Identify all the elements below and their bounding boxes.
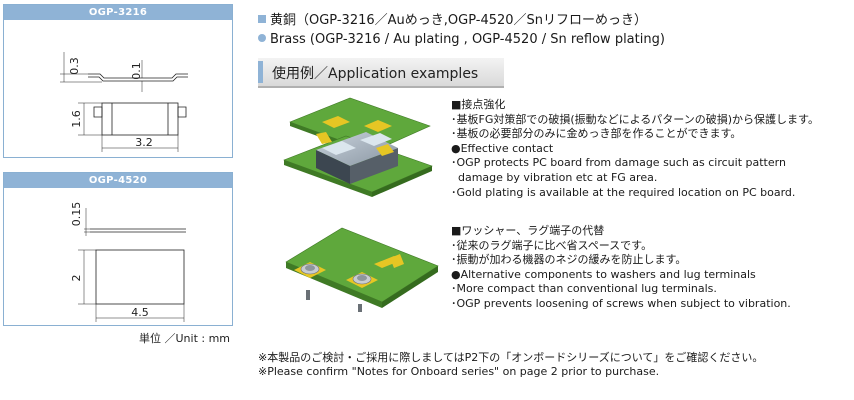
ex2-en-line-1: ･More compact than conventional lug term… — [451, 282, 717, 296]
ex1-en-line-2: damage by vibration etc at FG area. — [451, 170, 658, 184]
dim-4-5: 4.5 — [131, 306, 149, 319]
ogp-3216-title: OGP-3216 — [4, 5, 232, 20]
dim-3-2: 3.2 — [135, 136, 153, 149]
section-bar — [258, 61, 263, 83]
dim-1-6: 1.6 — [70, 110, 83, 128]
ex1-en-line-1: ･OGP protects PC board from damage such … — [451, 156, 786, 170]
ex2-jp-line-2: ･振動が加わる機器のネジの緩みを防止します。 — [451, 253, 687, 267]
ex2-heading-jp: ■ワッシャー、ラグ端子の代替 — [451, 224, 605, 237]
section-title: 使用例／Application examples — [272, 66, 479, 82]
dim-2: 2 — [70, 275, 83, 282]
ogp-3216-drawing: 0.3 0.1 1.6 3.2 — [60, 52, 188, 152]
ex2-heading-en: ●Alternative components to washers and l… — [451, 267, 756, 281]
circle-bullet-icon — [258, 34, 266, 42]
note-en: ※Please confirm "Notes for Onboard serie… — [258, 365, 660, 378]
dim-0-15: 0.15 — [70, 202, 83, 227]
ex1-heading-en: ●Effective contact — [451, 141, 554, 155]
dim-0-1: 0.1 — [130, 62, 143, 80]
material-en: Brass (OGP-3216 / Au plating , OGP-4520 … — [258, 32, 665, 47]
section-header: 使用例／Application examples — [258, 58, 504, 88]
ogp-4520-title: OGP-4520 — [4, 173, 232, 188]
note-jp: ※本製品のご検討・ご採用に際しましてはP2下の「オンボードシリーズについて」をご… — [258, 351, 764, 364]
contact-illustration — [283, 97, 433, 197]
material-en-text: Brass (OGP-3216 / Au plating , OGP-4520 … — [270, 32, 665, 47]
washer-illustration — [285, 227, 439, 312]
unit-label: 単位 ／Unit : mm — [139, 332, 231, 345]
square-bullet-icon — [258, 15, 266, 23]
ex2-jp-line-1: ･従来のラグ端子に比べ省スペースです。 — [451, 238, 653, 252]
ex1-jp-line-2: ･基板の必要部分のみに金めっき部を作ることができます。 — [451, 127, 742, 141]
ex1-jp-line-1: ･基板FG対策部での破損(振動などによるパターンの破損)から保護します。 — [451, 112, 819, 126]
ogp-4520-panel: OGP-4520 0.15 2 4.5 — [3, 172, 233, 326]
ex1-heading-jp: ■接点強化 — [451, 98, 506, 111]
material-jp: 黄銅（OGP-3216／Auめっき,OGP-4520／Snリフローめっき） — [258, 9, 647, 28]
ogp-3216-panel: OGP-3216 0.3 0.1 — [3, 4, 233, 158]
example-contact: ■接点強化 ･基板FG対策部での破損(振動などによるパターンの破損)から保護しま… — [451, 98, 819, 200]
example-washer: ■ワッシャー、ラグ端子の代替 ･従来のラグ端子に比べ省スペースです。 ･振動が加… — [451, 224, 791, 312]
ex2-en-line-2: ･OGP prevents loosening of screws when s… — [451, 296, 791, 310]
dim-0-3: 0.3 — [68, 57, 81, 75]
ogp-4520-drawing: 0.15 2 4.5 — [70, 202, 186, 322]
ex1-en-line-3: ･Gold plating is available at the requir… — [451, 185, 796, 199]
material-jp-text: 黄銅（OGP-3216／Auめっき,OGP-4520／Snリフローめっき） — [270, 13, 648, 28]
